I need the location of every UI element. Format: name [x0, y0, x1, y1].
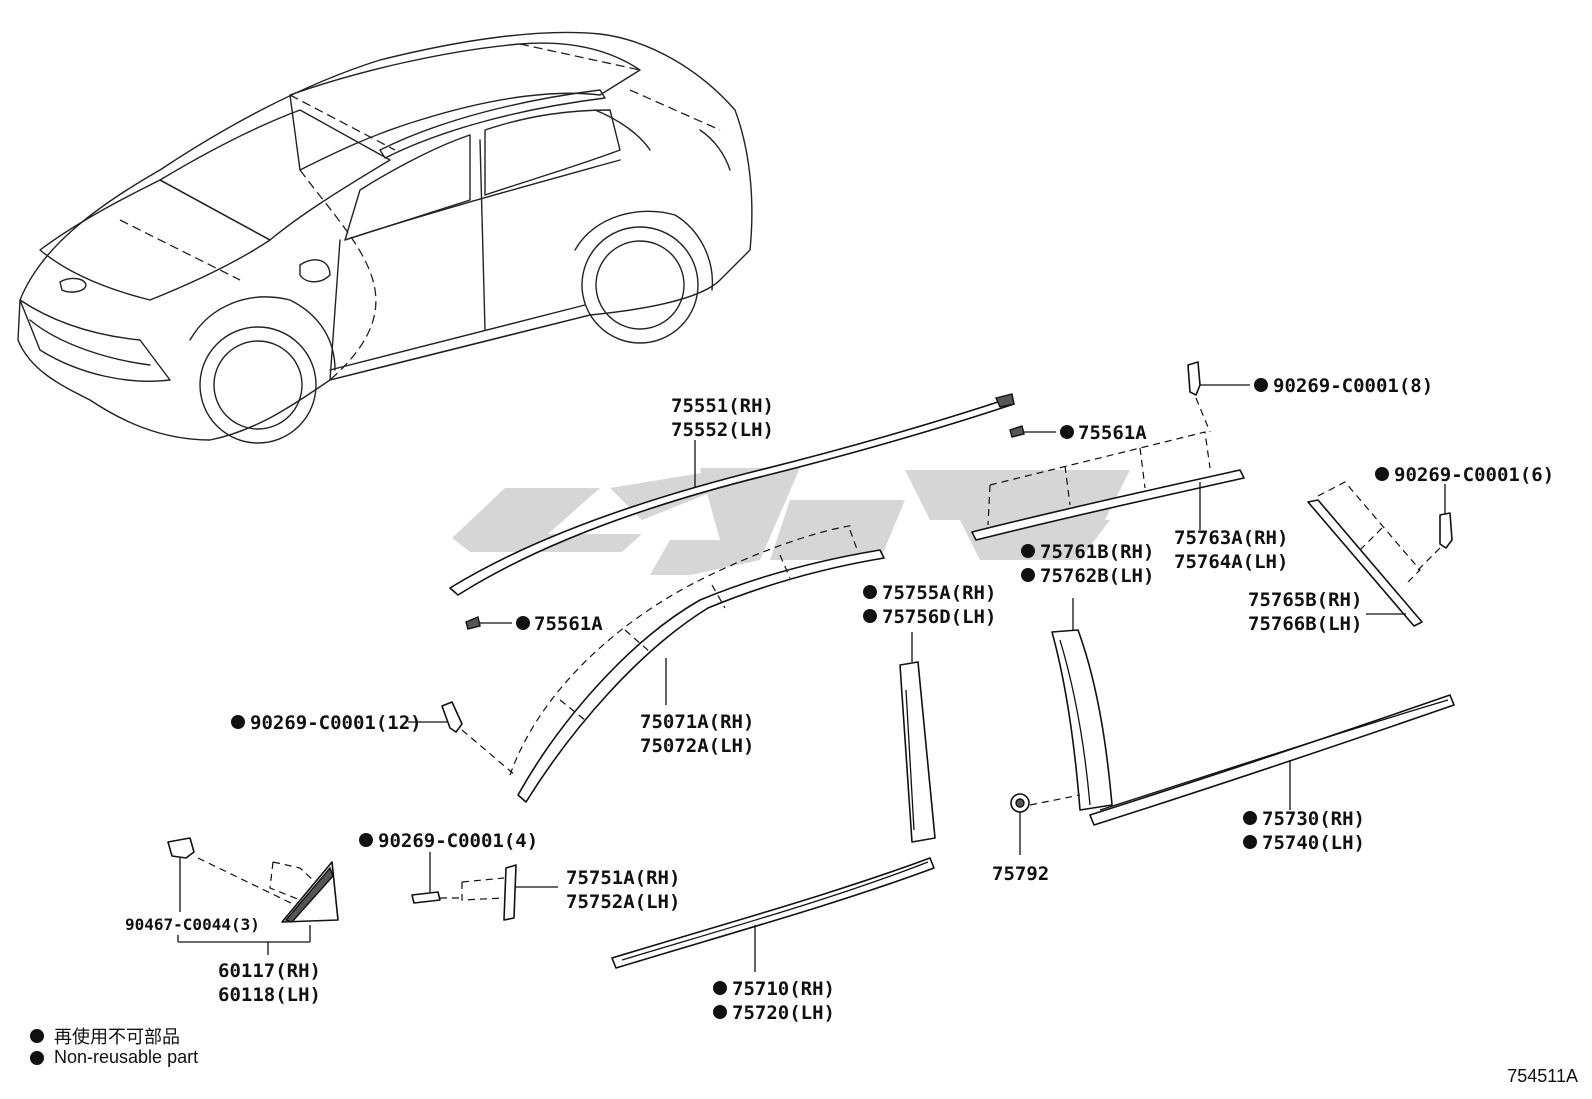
bullet-icon [30, 1050, 44, 1065]
label-90269-6: 90269-C0001(6) [1394, 464, 1554, 486]
screw-90467 [167, 837, 195, 912]
label-60118-lh: 60118(LH) [218, 984, 321, 1006]
label-75551-rh: 75551(RH) [671, 395, 774, 417]
clip-75561a-left [465, 616, 530, 630]
label-75756d-lh: 75756D(LH) [882, 606, 996, 628]
label-75751a-rh: 75751A(RH) [566, 867, 680, 889]
label-75763a-rh: 75763A(RH) [1174, 527, 1288, 549]
label-75552-lh: 75552(LH) [671, 419, 774, 441]
label-75710-rh: 75710(RH) [732, 978, 835, 1000]
label-75720-lh: 75720(LH) [732, 1002, 835, 1024]
label-75561a-left: 75561A [534, 613, 603, 635]
label-75752a-lh: 75752A(LH) [566, 891, 680, 913]
label-90269-12: 90269-C0001(12) [250, 712, 422, 734]
bullet-icon [30, 1029, 44, 1043]
label-75764a-lh: 75764A(LH) [1174, 551, 1288, 573]
belt-piece-75751a [461, 864, 558, 921]
label-75730-rh: 75730(RH) [1262, 808, 1365, 830]
label-60117-rh: 60117(RH) [218, 960, 321, 982]
label-75761b-rh: 75761B(RH) [1040, 541, 1154, 563]
quarter-garnish-75763a [971, 431, 1245, 541]
clip-90269-6 [1375, 467, 1453, 571]
label-75740-lh: 75740(LH) [1262, 832, 1365, 854]
belt-moulding-75730 [1089, 694, 1455, 826]
clip-90269-12 [231, 701, 516, 776]
belt-moulding-75710 [611, 857, 935, 972]
clip-75561a-top [1009, 425, 1074, 439]
legend-japanese-text: 再使用不可部品 [54, 1027, 180, 1047]
legend-english: Non-reusable part [30, 1047, 198, 1068]
label-75561a-top: 75561A [1078, 422, 1147, 444]
roof-garnish-75071a [509, 524, 885, 803]
label-90269-8: 90269-C0001(8) [1273, 375, 1433, 397]
door-pillar-75755a [899, 632, 936, 843]
clip-90269-4 [359, 833, 462, 904]
label-75766b-lh: 75766B(LH) [1248, 613, 1362, 635]
legend-english-text: Non-reusable part [54, 1047, 199, 1067]
door-pillar-75761b [1051, 598, 1113, 811]
roof-moulding-75551 [449, 393, 1015, 596]
label-90467: 90467-C0044(3) [125, 915, 260, 934]
diagram-reference-code: 754511A [1507, 1066, 1578, 1086]
clip-90269-8 [1187, 361, 1268, 433]
grommet-75792 [1010, 793, 1081, 855]
legend-japanese: 再使用不可部品 [30, 1023, 180, 1049]
label-90269-4: 90269-C0001(4) [378, 830, 538, 852]
label-75792: 75792 [992, 863, 1049, 885]
mirror-cover-60117 [177, 857, 339, 955]
label-75072a-lh: 75072A(LH) [640, 735, 754, 757]
rear-pillar-75765b [1307, 481, 1423, 627]
label-75071a-rh: 75071A(RH) [640, 711, 754, 733]
label-75755a-rh: 75755A(RH) [882, 582, 996, 604]
vehicle-illustration [17, 31, 753, 444]
label-75765b-rh: 75765B(RH) [1248, 589, 1362, 611]
label-75762b-lh: 75762B(LH) [1040, 565, 1154, 587]
